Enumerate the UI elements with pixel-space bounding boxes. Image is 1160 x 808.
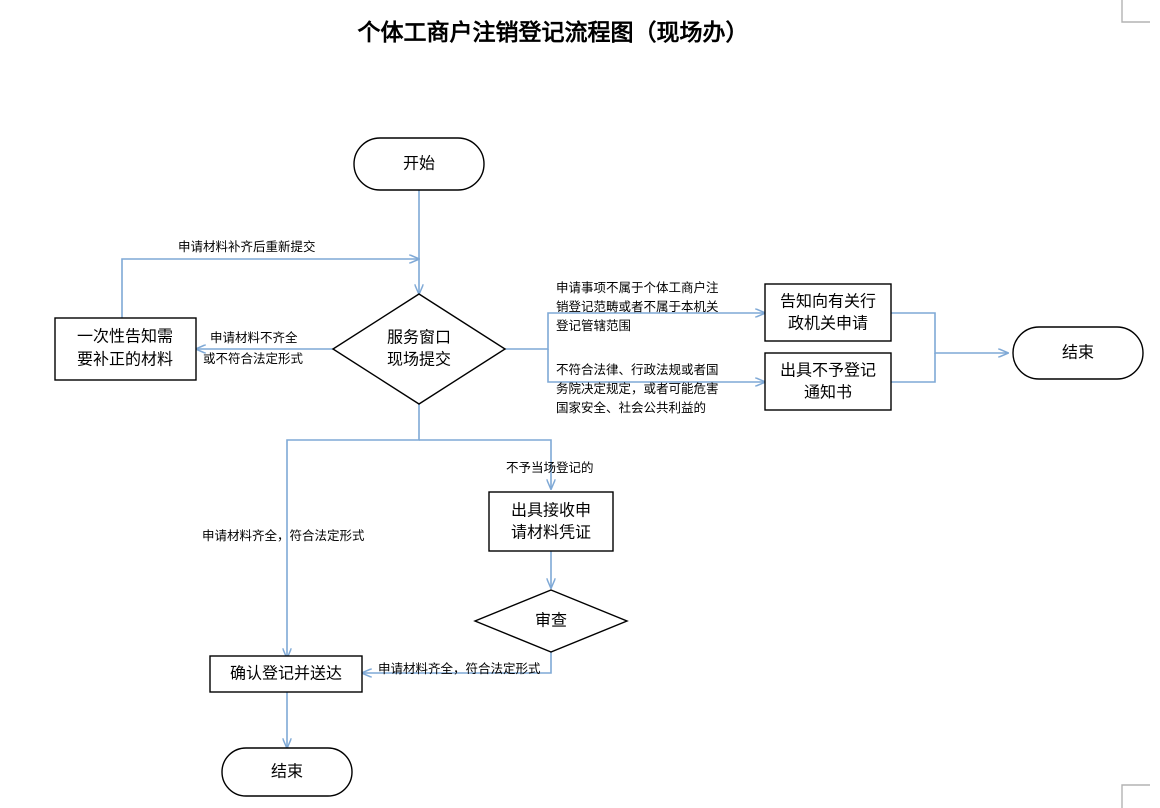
node-submit-label-line2: 现场提交 [387, 351, 451, 369]
page-title: 个体工商户注销登记流程图（现场办） [358, 19, 749, 45]
edge-submit-to-receipt-voucher [419, 439, 551, 489]
node-end-bottom[interactable]: 结束 [221, 747, 353, 797]
node-inform-other-agency-label-line1: 告知向有关行 [780, 293, 876, 311]
edge-submit-to-refusal-notice [547, 349, 765, 382]
edge-submit-to-inform-other-agency [505, 313, 765, 350]
node-review-label: 审查 [535, 612, 567, 630]
edge-label-complete-review: 申请材料齐全，符合法定形式 [378, 661, 541, 676]
node-refusal-notice-label-line2: 通知书 [804, 384, 852, 402]
node-end-bottom-label: 结束 [271, 763, 303, 781]
edge-layer [121, 190, 1008, 748]
node-confirm-register[interactable]: 确认登记并送达 [209, 655, 363, 693]
node-submit-label-line1: 服务窗口 [387, 329, 451, 347]
edge-label-incomplete-line2: 或不符合法定形式 [203, 351, 304, 366]
node-review-decision[interactable]: 审查 [473, 589, 629, 653]
edge-label-illegal-line1: 不符合法律、行政法规或者国 [556, 362, 719, 377]
node-inform-supplement[interactable]: 一次性告知需 要补正的材料 [54, 317, 197, 381]
edge-label-not-onsite-registered: 不予当场登记的 [506, 460, 594, 475]
edge-label-out-of-scope-line2: 销登记范畴或者不属于本机关 [556, 299, 719, 314]
edge-label-complete-left: 申请材料齐全，符合法定形式 [202, 528, 365, 543]
edge-submit-to-confirm-register [287, 404, 420, 658]
edge-refusal-notice-to-merge [891, 353, 936, 383]
crop-mark-bottom-right [1121, 784, 1150, 808]
node-end-right[interactable]: 结束 [1012, 326, 1144, 380]
node-confirm-register-label: 确认登记并送达 [230, 665, 342, 683]
node-receipt-voucher-label-line2: 请材料凭证 [511, 524, 591, 542]
node-receipt-voucher-label-line1: 出具接收申 [511, 502, 591, 520]
crop-mark-top-right [1121, 0, 1150, 23]
node-refusal-notice-label-line1: 出具不予登记 [780, 362, 876, 380]
node-inform-supplement-label-line1: 一次性告知需 [77, 328, 173, 346]
node-inform-supplement-label-line2: 要补正的材料 [77, 351, 173, 369]
node-inform-other-agency-label-line2: 政机关申请 [788, 315, 868, 333]
edge-label-layer: 申请材料补齐后重新提交 申请材料不齐全 或不符合法定形式 申请事项不属于个体工商… [178, 239, 719, 676]
edge-label-resubmit: 申请材料补齐后重新提交 [178, 239, 316, 254]
edge-label-illegal-line3: 国家安全、社会公共利益的 [556, 400, 706, 415]
edge-resubmit-loop [121, 259, 419, 318]
node-end-right-label: 结束 [1062, 344, 1094, 362]
node-inform-other-agency[interactable]: 告知向有关行 政机关申请 [764, 283, 892, 342]
edge-review-to-confirm-register [362, 652, 552, 673]
edge-label-out-of-scope-line3: 登记管辖范围 [556, 318, 631, 333]
node-submit-decision[interactable]: 服务窗口 现场提交 [331, 293, 507, 405]
node-refusal-notice[interactable]: 出具不予登记 通知书 [764, 352, 892, 411]
edge-label-out-of-scope-line1: 申请事项不属于个体工商户注 [556, 280, 719, 295]
edge-label-incomplete-line1: 申请材料不齐全 [210, 330, 298, 345]
node-start-label: 开始 [403, 155, 435, 173]
edge-label-illegal-line2: 务院决定规定，或者可能危害 [556, 381, 719, 396]
node-start[interactable]: 开始 [353, 137, 485, 191]
node-receipt-voucher[interactable]: 出具接收申 请材料凭证 [488, 491, 614, 552]
edge-inform-other-agency-to-end [891, 312, 1008, 353]
